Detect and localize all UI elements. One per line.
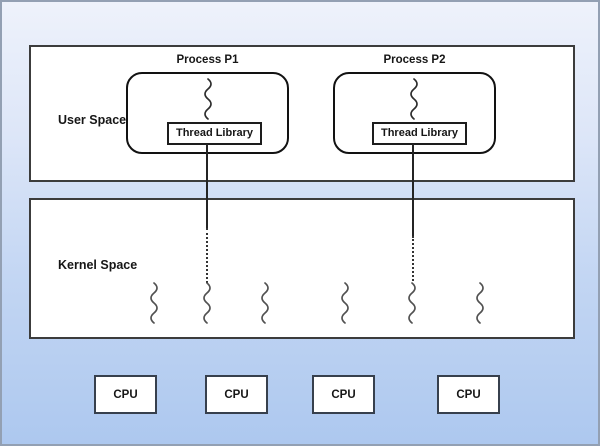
thread-library-p2: Thread Library	[372, 122, 467, 145]
p1-kernel-connector-dotted	[206, 228, 208, 283]
kernel-thread-icon	[404, 282, 420, 324]
thread-library-p1: Thread Library	[167, 122, 262, 145]
user-space-label: User Space	[58, 113, 127, 127]
kernel-thread-icon	[257, 282, 273, 324]
kernel-thread-icon	[199, 282, 215, 324]
cpu-box: CPU	[94, 375, 157, 414]
cpu-box: CPU	[437, 375, 500, 414]
cpu-box: CPU	[312, 375, 375, 414]
process-p2-title: Process P2	[383, 54, 446, 66]
p1-kernel-connector-solid	[206, 144, 208, 228]
kernel-space-box	[29, 198, 575, 339]
cpu-box: CPU	[205, 375, 268, 414]
p2-kernel-connector-solid	[412, 144, 414, 236]
user-thread-icon	[406, 78, 422, 120]
p2-kernel-connector-dotted	[412, 236, 414, 281]
kernel-space-label: Kernel Space	[58, 258, 138, 272]
kernel-thread-icon	[337, 282, 353, 324]
process-p1-title: Process P1	[176, 54, 239, 66]
user-thread-icon	[200, 78, 216, 120]
kernel-thread-icon	[472, 282, 488, 324]
kernel-thread-icon	[146, 282, 162, 324]
